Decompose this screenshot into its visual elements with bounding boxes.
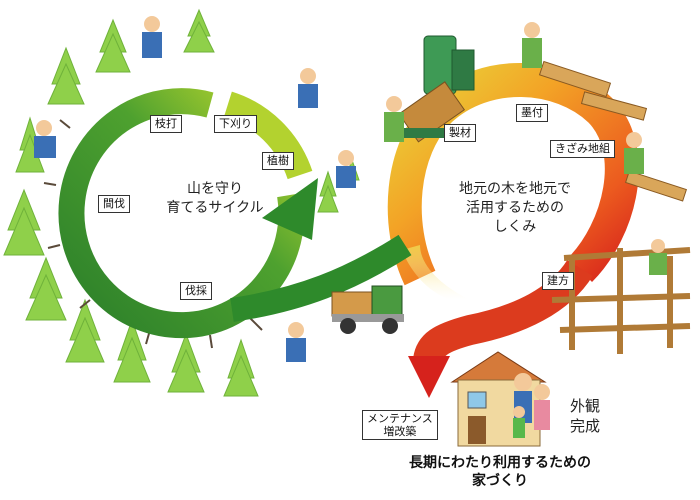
local-wood-loop: [387, 63, 639, 286]
maintenance-line-1: メンテナンス: [367, 412, 433, 425]
loop-fade: [402, 245, 470, 300]
lumber-beams: [538, 60, 688, 202]
sawmill-machine: [396, 35, 475, 143]
stage-label-shokuju: 植樹: [262, 152, 294, 170]
green-connector-arrow: [230, 234, 412, 322]
stage-label-tatekata: 建方: [542, 272, 574, 290]
stage-label-edaachi: 枝打: [150, 115, 182, 133]
stage-label-sumitsuke: 墨付: [516, 104, 548, 122]
forest-cycle-ring: [58, 88, 305, 339]
stage-label-kanbatsu: 間伐: [98, 195, 130, 213]
maintenance-line-2: 増改築: [383, 425, 417, 438]
completion-line-2: 完成: [569, 417, 600, 435]
log-truck: [331, 285, 404, 334]
bottom-title-line-1: 長期にわたり利用するための: [409, 455, 591, 471]
bottom-title-line-2: 家づくり: [472, 473, 528, 489]
maintenance-label: メンテナンス 増改築: [362, 410, 438, 440]
forest-cycle-line-2: 育てるサイクル: [166, 200, 264, 216]
forest-cycle-center-text: 山を守り 育てるサイクル: [160, 180, 270, 218]
local-wood-line-1: 地元の木を地元で: [459, 181, 571, 197]
house-arrow-head: [408, 356, 450, 398]
worker-figures: [34, 16, 667, 362]
local-wood-center-text: 地元の木を地元で 活用するための しくみ: [440, 180, 590, 237]
stage-label-seizai: 製材: [444, 124, 476, 142]
forest-cycle-line-1: 山を守り: [187, 181, 243, 197]
forest-cycle-ring-top: [223, 91, 313, 180]
stage-label-bassai: 伐採: [180, 282, 212, 300]
bottom-title: 長期にわたり利用するための 家づくり: [380, 454, 620, 490]
family-illustration: [513, 373, 550, 438]
local-wood-line-2: 活用するための: [466, 200, 564, 216]
completion-line-1: 外観: [569, 397, 600, 415]
green-arrow-head: [262, 178, 318, 240]
completion-label: 外観 完成: [560, 396, 610, 436]
local-wood-line-3: しくみ: [493, 219, 537, 235]
ring-stakes: [43, 119, 263, 349]
forest-trees: [3, 8, 360, 397]
stage-label-shitagari: 下刈り: [214, 115, 257, 133]
timber-frame: [551, 247, 691, 354]
stage-label-kizami-jigumi: きざみ地組: [550, 140, 615, 158]
